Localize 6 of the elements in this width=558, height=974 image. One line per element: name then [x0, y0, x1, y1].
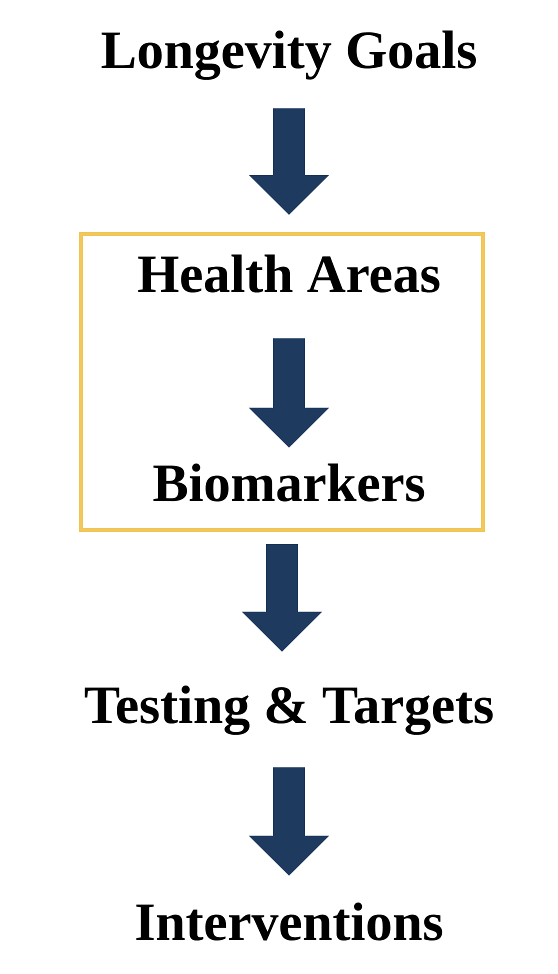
- step-label: Biomarkers: [153, 464, 424, 502]
- step-label: Health Areas: [138, 254, 440, 293]
- step-label: Interventions: [136, 902, 442, 941]
- step-label: Testing & Targets: [84, 686, 493, 735]
- step-label: Longevity Goals: [102, 30, 476, 80]
- group-frame: [79, 232, 485, 532]
